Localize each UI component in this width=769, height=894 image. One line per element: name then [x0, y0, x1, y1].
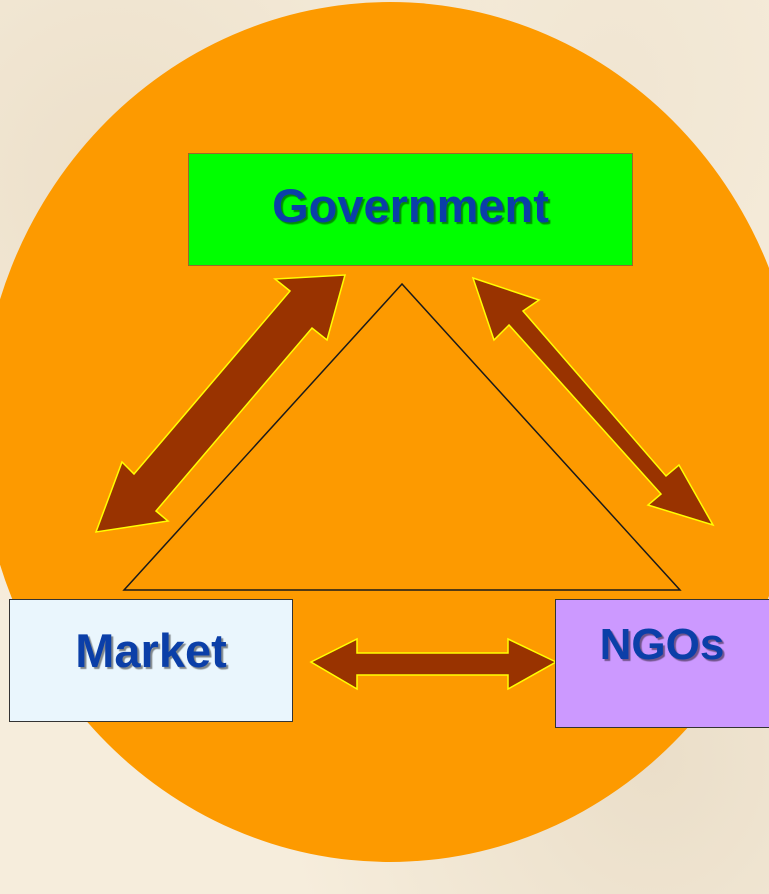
market-label: Market — [75, 624, 227, 677]
government-node: Government — [188, 153, 633, 266]
market-node: Market — [9, 599, 293, 722]
arrow-government-ngos — [471, 276, 715, 527]
government-label: Government — [272, 179, 549, 232]
ngos-label: NGOs — [599, 620, 725, 669]
center-triangle — [122, 282, 682, 591]
ngos-node: NGOs — [555, 599, 769, 728]
arrow-market-ngos — [309, 637, 558, 691]
arrow-government-market — [94, 274, 347, 533]
